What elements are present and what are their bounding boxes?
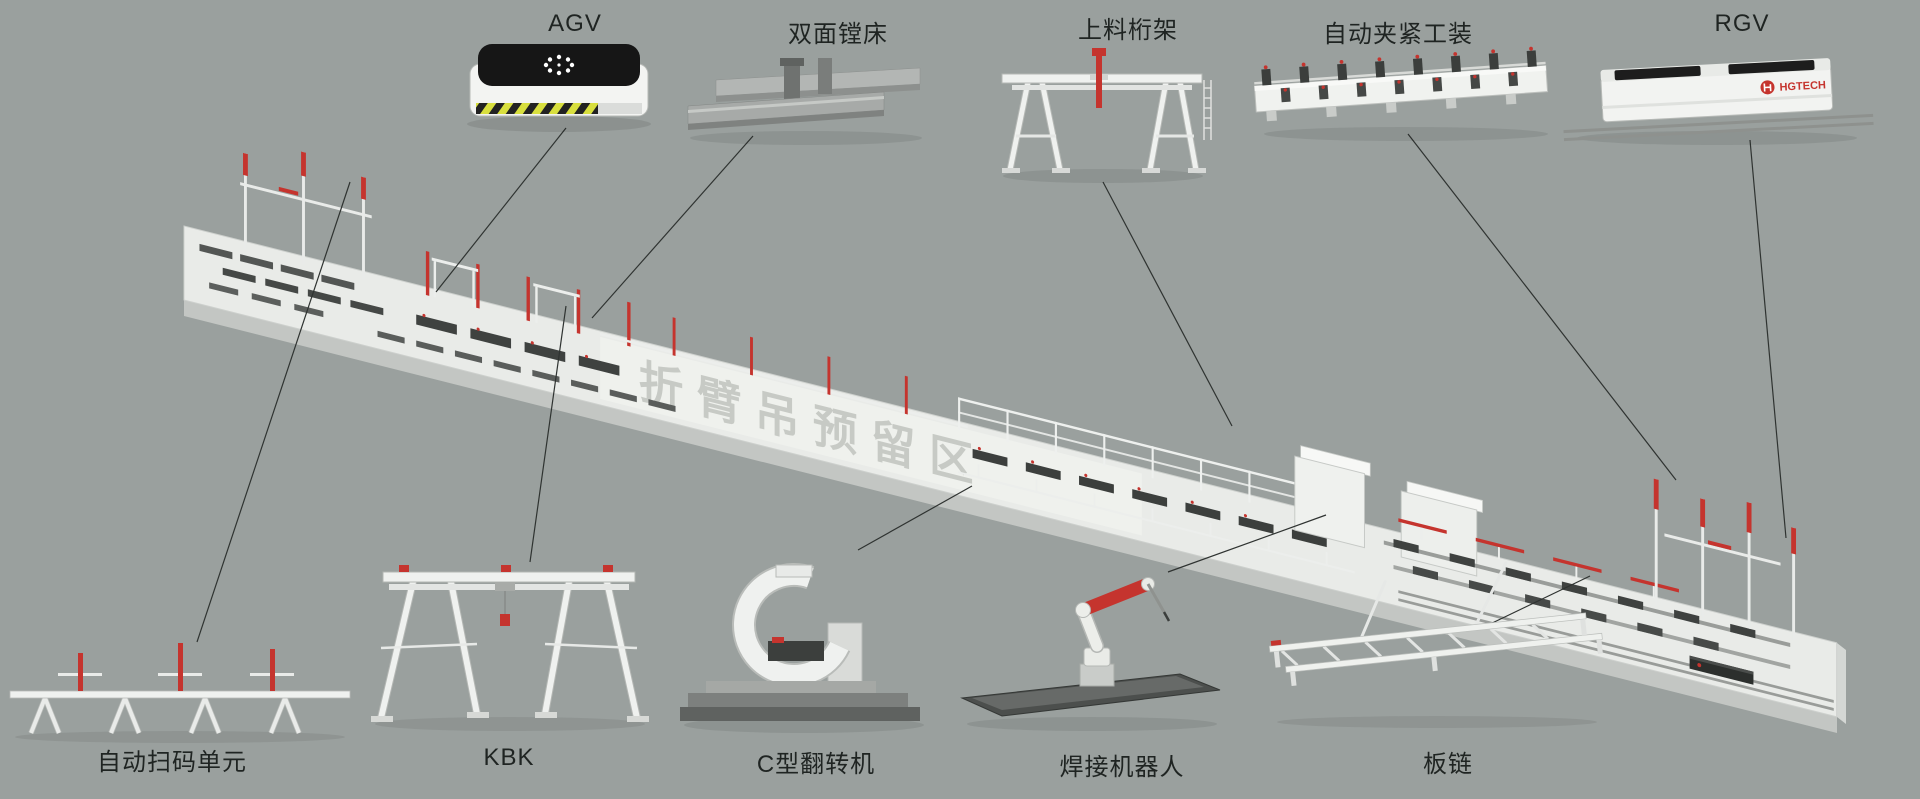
leader-lines (196, 127, 1787, 643)
leader-line-robot (1167, 514, 1327, 573)
material-stacks (199, 243, 384, 318)
leader-line-clamp (1407, 133, 1677, 481)
rgv-icon: HGTECH (1563, 58, 1874, 145)
leader-line-gantry (1102, 181, 1233, 427)
hgtech-logo: HGTECH (1760, 79, 1826, 95)
agv-icon (467, 44, 651, 132)
label-double-boring: 双面镗床 (788, 21, 888, 48)
welding-robot-icon (960, 577, 1221, 731)
label-kbk: KBK (483, 744, 535, 771)
production-line-platform: 折臂吊预留区 (183, 151, 1846, 733)
leader-line-boring (591, 135, 754, 319)
leader-line-rgv (1749, 139, 1787, 539)
machine-housings (1294, 445, 1483, 577)
label-plate-chain: 板链 (1423, 751, 1473, 778)
c-type-flipper-icon (680, 563, 924, 733)
auto-clamping-fixture-icon (1253, 46, 1549, 141)
label-auto-scan-unit: 自动扫码单元 (97, 749, 247, 776)
svg-text:HGTECH: HGTECH (1779, 79, 1826, 93)
label-rgv: RGV (1714, 10, 1770, 37)
leader-line-agv (435, 127, 567, 293)
right-tall-masts (1653, 478, 1797, 641)
label-auto-clamping: 自动夹紧工装 (1323, 21, 1473, 48)
kbk-icon (371, 565, 649, 731)
label-welding-robot: 焊接机器人 (1059, 754, 1185, 781)
leader-line-kbk (529, 305, 567, 563)
plate-chain-icon (1268, 561, 1603, 728)
leader-line-scan (196, 181, 351, 643)
assembly-corridor (958, 397, 1355, 574)
mid-rail (600, 317, 968, 429)
scan-masts (240, 151, 372, 280)
mid-machines (377, 313, 676, 412)
right-conveyors (1383, 518, 1791, 670)
leader-line-flipper (857, 485, 973, 551)
label-agv: AGV (548, 10, 602, 37)
loading-gantry-icon (1001, 48, 1212, 183)
leader-line-chain (1485, 575, 1591, 627)
double-boring-machine-icon (687, 58, 922, 145)
auto-scan-unit-icon (9, 643, 351, 743)
label-c-type-flipper: C型翻转机 (756, 751, 876, 778)
label-loading-gantry: 上料桁架 (1078, 17, 1178, 44)
left-red-posts (425, 251, 631, 347)
